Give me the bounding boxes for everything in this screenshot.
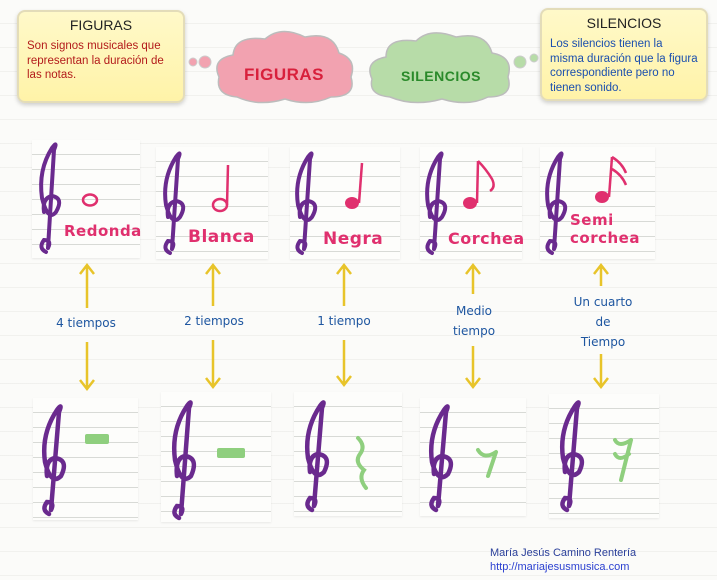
author-credit: María Jesús Camino Rentería (490, 547, 637, 559)
figuras-cloud: FIGURAS (209, 27, 359, 107)
treble-clef-icon (172, 400, 197, 521)
card-blanca: Blanca (156, 147, 268, 259)
arrow-down-icon (465, 346, 481, 390)
arrow-down-icon (593, 354, 609, 390)
treble-clef-icon (42, 404, 67, 517)
whole-rest-icon (85, 434, 109, 444)
duration-negra: 1 tiempo (317, 311, 371, 331)
figuras-cloud-shape (216, 30, 354, 104)
arrow-down-icon (79, 342, 95, 392)
treble-clef-icon (560, 400, 585, 513)
figuras-connector-bubbles (188, 55, 212, 69)
treble-clef-icon (305, 400, 330, 513)
rest-card-negra (294, 392, 402, 516)
treble-clef-icon (39, 142, 62, 254)
card-corchea: Corchea (420, 147, 525, 259)
duration-redonda-line1: 4 tiempos (56, 316, 116, 330)
figure-label-negra: Negra (323, 229, 384, 249)
half-note-icon (211, 164, 230, 213)
card-negra: Negra (290, 147, 400, 259)
half-rest-icon (217, 448, 245, 458)
rest-card-corchea (420, 398, 526, 516)
figure-label-semicorchea: Semi corchea (570, 211, 640, 247)
silencios-note-text: Los silencios tienen la misma duración q… (550, 38, 698, 94)
arrow-down-icon (336, 340, 352, 388)
quarter-note-icon (345, 162, 364, 209)
figuras-note-text: Son signos musicales que representan la … (27, 40, 164, 81)
whole-note-icon (81, 193, 99, 207)
duration-corchea-line2: tiempo (452, 324, 496, 338)
quarter-rest-icon (355, 436, 368, 490)
treble-clef-icon (429, 404, 454, 513)
duration-semicorchea-line1: Un cuarto (573, 295, 633, 309)
figuras-cloud-label: FIGURAS (244, 65, 324, 84)
figuras-info-note: FIGURAS Son signos musicales que represe… (17, 10, 185, 103)
author-website-link[interactable]: http://mariajesusmusica.com (490, 561, 630, 573)
rest-card-semicorchea (549, 394, 659, 518)
treble-clef-icon (163, 151, 186, 255)
rest-card-blanca (161, 392, 271, 522)
silencios-cloud: SILENCIOS (364, 27, 518, 107)
silencios-cloud-label: SILENCIOS (401, 68, 481, 84)
arrow-up-icon (79, 262, 95, 308)
silencios-cloud-shape (369, 32, 510, 104)
sixteenth-rest-icon (613, 438, 633, 482)
figuras-note-title: FIGURAS (69, 17, 133, 33)
treble-clef-icon (545, 151, 568, 255)
sixteenth-note-icon (595, 155, 628, 203)
duration-corchea-line1: Medio (455, 304, 493, 318)
arrow-up-icon (465, 262, 481, 294)
duration-negra-line1: 1 tiempo (317, 314, 371, 328)
silencios-connector-bubbles (513, 53, 539, 69)
duration-blanca: 2 tiempos (184, 311, 244, 331)
card-semicorchea: Semi corchea (540, 147, 655, 259)
arrow-up-icon (593, 262, 609, 286)
arrow-up-icon (205, 262, 221, 306)
figure-label-semicorchea-line2: corchea (570, 229, 640, 247)
duration-corchea: Medio tiempo (453, 301, 495, 341)
figure-label-redonda: Redonda (64, 222, 142, 240)
arrow-up-icon (336, 262, 352, 306)
duration-semicorchea-line3: Tiempo (580, 335, 626, 349)
card-redonda: Redonda (32, 140, 142, 258)
treble-clef-icon (425, 151, 448, 255)
duration-redonda: 4 tiempos (56, 313, 116, 333)
duration-semicorchea-line2: de (595, 315, 611, 329)
eighth-rest-icon (476, 448, 498, 478)
silencios-note-title: SILENCIOS (586, 15, 662, 31)
eighth-note-icon (463, 160, 495, 209)
rest-card-redonda (33, 398, 138, 520)
figure-label-corchea: Corchea (448, 229, 525, 248)
figure-label-blanca: Blanca (188, 227, 255, 247)
silencios-info-note: SILENCIOS Los silencios tienen la misma … (540, 8, 708, 101)
treble-clef-icon (295, 151, 318, 255)
figure-label-semicorchea-line1: Semi (570, 211, 614, 229)
arrow-down-icon (205, 340, 221, 390)
duration-semicorchea: Un cuarto de Tiempo (574, 292, 633, 352)
duration-blanca-line1: 2 tiempos (184, 314, 244, 328)
